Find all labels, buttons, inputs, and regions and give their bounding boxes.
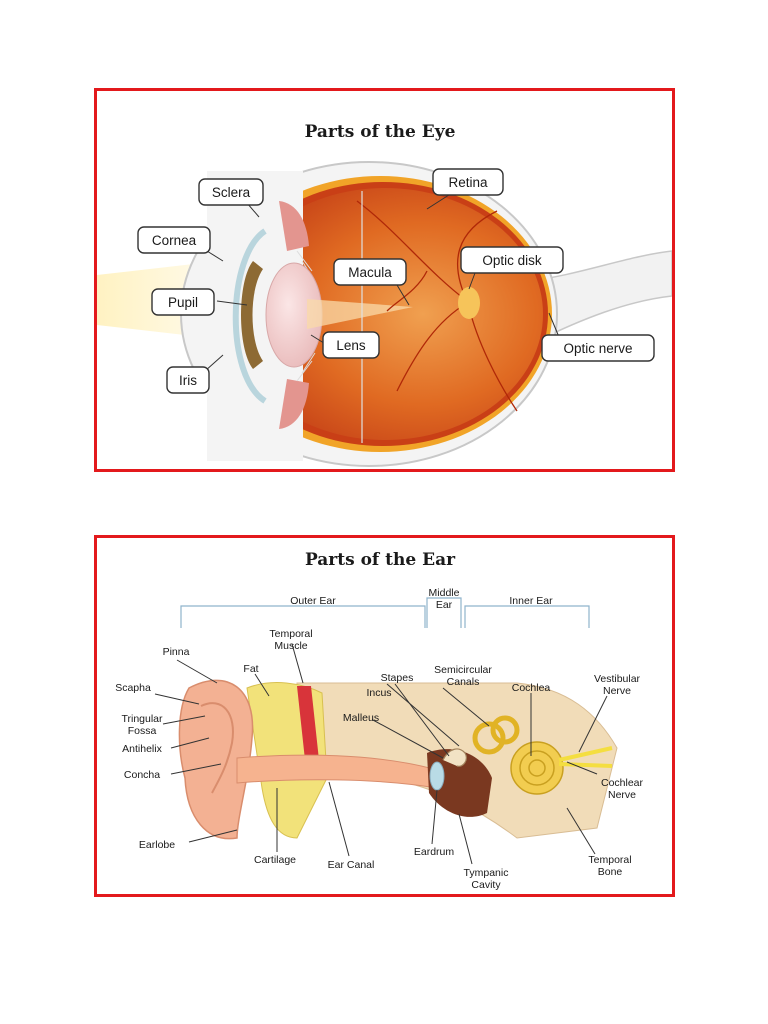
label-sclera: Sclera	[198, 178, 264, 218]
ciliary-top	[279, 201, 309, 251]
optic-nerve-shape	[526, 250, 672, 343]
eye-title: Parts of the Eye	[305, 122, 456, 142]
ossicles-shape	[442, 748, 467, 767]
label-cartilage: Cartilage	[254, 854, 296, 866]
semicircular-canals-shape	[472, 715, 520, 755]
label-ear-canal: Ear Canal	[328, 859, 375, 871]
section-inner-ear: Inner Ear	[509, 595, 553, 607]
nerve-bundle	[558, 746, 613, 768]
label-scapha: Scapha	[115, 682, 151, 694]
label-concha: Concha	[124, 769, 160, 781]
svg-text:Optic nerve: Optic nerve	[563, 341, 632, 356]
label-tympanic-cavity-2: Cavity	[471, 879, 501, 891]
temporal-muscle-shape	[297, 686, 319, 760]
cornea-shape	[232, 228, 267, 404]
label-temporal-muscle-2: Muscle	[274, 640, 307, 652]
label-vestibular-nerve-1: Vestibular	[594, 673, 641, 685]
svg-text:Iris: Iris	[179, 373, 197, 388]
leader-lines	[154, 643, 608, 865]
svg-text:Lens: Lens	[336, 338, 366, 353]
label-semicircular-1: Semicircular	[434, 664, 492, 676]
ear-diagram-panel: Parts of the Ear Outer Ear Middle Ear In…	[94, 535, 675, 897]
iris-shape	[241, 261, 263, 369]
label-tympanic-cavity-1: Tympanic	[464, 867, 509, 879]
svg-text:Optic disk: Optic disk	[482, 253, 542, 268]
ciliary-bottom	[279, 379, 309, 429]
section-middle-ear-1: Middle	[429, 587, 460, 599]
label-cochlear-nerve-1: Cochlear	[601, 777, 644, 789]
svg-text:Cornea: Cornea	[152, 233, 197, 248]
label-optic-disk: Optic disk	[460, 246, 564, 290]
svg-text:Pupil: Pupil	[168, 295, 198, 310]
label-temporal-bone-2: Bone	[598, 866, 623, 878]
label-stapes: Stapes	[381, 672, 414, 684]
label-temporal-muscle-1: Temporal	[269, 628, 312, 640]
label-pupil: Pupil	[151, 288, 248, 316]
cochlea-shape	[510, 741, 564, 795]
label-retina: Retina	[426, 168, 504, 210]
label-cochlea: Cochlea	[512, 682, 551, 694]
blood-vessels	[356, 200, 518, 412]
label-malleus: Malleus	[343, 712, 379, 724]
label-cornea: Cornea	[137, 226, 224, 262]
section-brackets	[180, 597, 590, 628]
label-triangular-fossa-1: Tringular	[121, 713, 163, 725]
label-fat: Fat	[243, 663, 258, 675]
section-outer-ear: Outer Ear	[290, 595, 336, 607]
label-lens: Lens	[310, 331, 380, 359]
pinna-shape	[178, 679, 254, 840]
label-eardrum: Eardrum	[414, 846, 455, 858]
eye-diagram: Parts of the Eye Sclera Retina Cornea	[97, 122, 672, 467]
label-vestibular-nerve-2: Nerve	[603, 685, 631, 697]
svg-text:Sclera: Sclera	[212, 185, 251, 200]
label-iris: Iris	[166, 354, 224, 394]
label-macula: Macula	[333, 258, 410, 306]
label-semicircular-2: Canals	[447, 676, 480, 688]
focused-light	[307, 299, 413, 329]
label-earlobe: Earlobe	[139, 839, 175, 851]
label-pinna: Pinna	[163, 646, 190, 658]
eardrum-shape	[429, 761, 445, 791]
svg-text:Retina: Retina	[448, 175, 488, 190]
eye-diagram-panel: Parts of the Eye Sclera Retina Cornea	[94, 88, 675, 472]
antihelix-fold	[200, 702, 234, 794]
tympanic-cavity-shape	[427, 749, 492, 817]
label-optic-nerve: Optic nerve	[541, 312, 655, 362]
section-middle-ear-2: Ear	[436, 599, 453, 611]
optic-disk-shape	[458, 287, 480, 319]
label-temporal-bone-1: Temporal	[588, 854, 631, 866]
label-antihelix: Antihelix	[122, 743, 162, 755]
label-triangular-fossa-2: Fossa	[128, 725, 157, 737]
ear-diagram: Parts of the Ear Outer Ear Middle Ear In…	[115, 550, 644, 891]
svg-text:Macula: Macula	[348, 265, 392, 280]
label-incus: Incus	[366, 687, 391, 699]
label-cochlear-nerve-2: Nerve	[608, 789, 636, 801]
ear-title: Parts of the Ear	[305, 550, 456, 570]
